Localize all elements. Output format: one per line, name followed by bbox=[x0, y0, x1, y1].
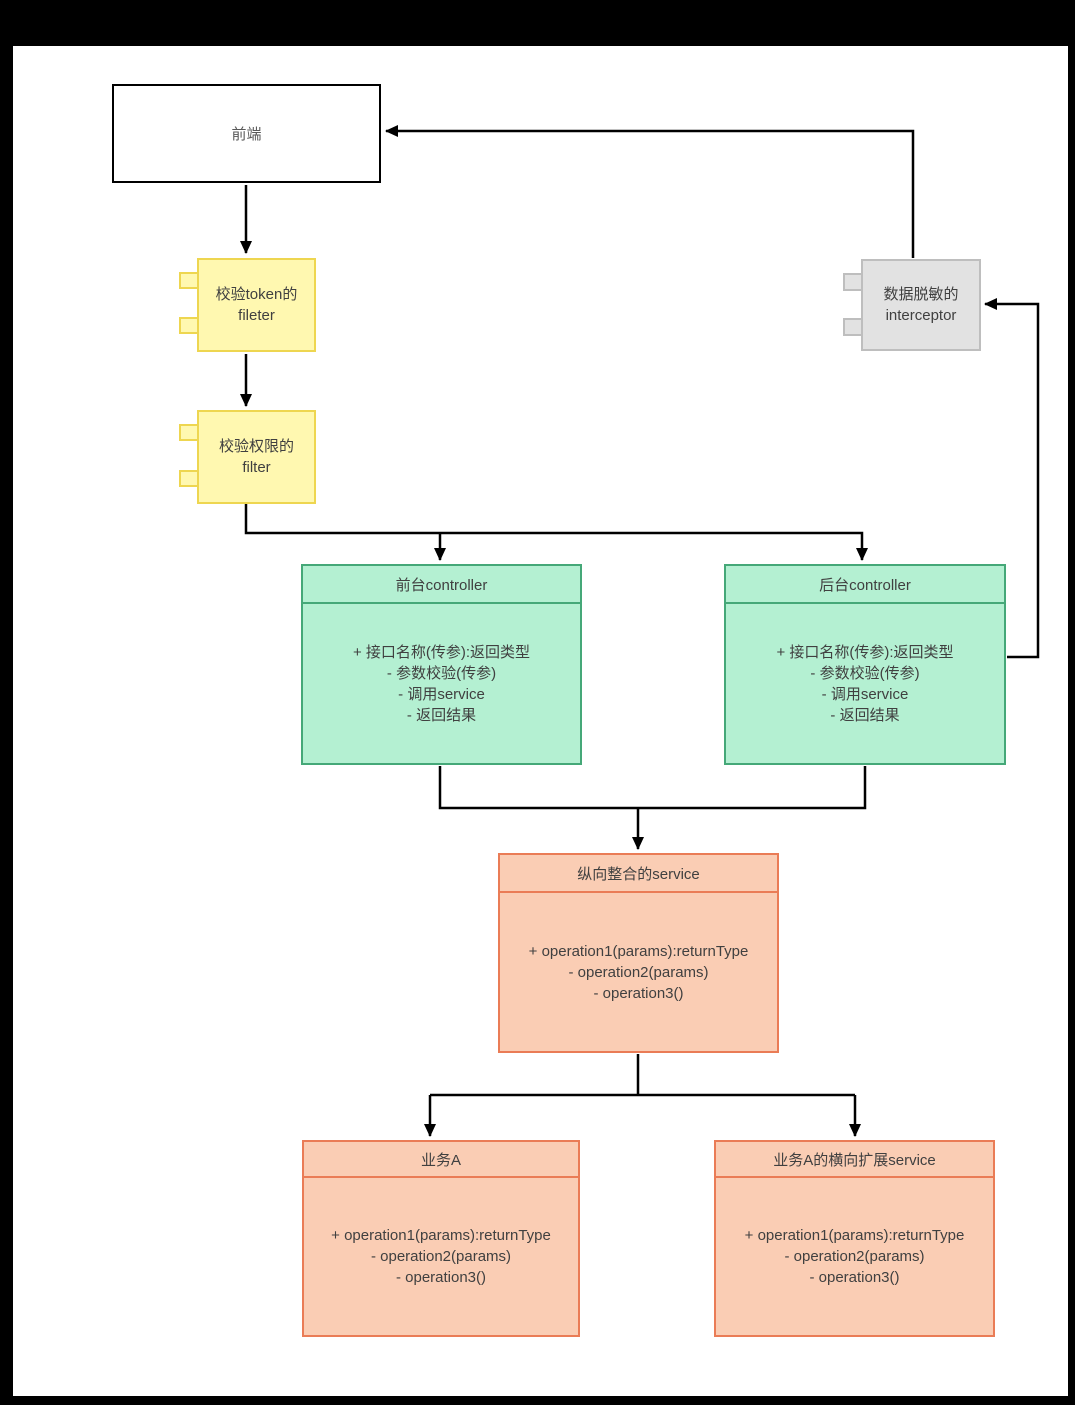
edge-perm-filter-to-back-controller bbox=[244, 504, 868, 561]
node-back-controller[interactable]: 后台controller + 接口名称(传参):返回类型 - 参数校验(传参) … bbox=[724, 564, 1006, 765]
operation-line: - operation2(params) bbox=[784, 1248, 925, 1265]
token-filter-body: 校验token的 fileter bbox=[197, 258, 316, 352]
interceptor-label-line2: interceptor bbox=[885, 307, 957, 324]
operation-line: - operation2(params) bbox=[568, 963, 709, 981]
operation-line: + 接口名称(传参):返回类型 bbox=[776, 643, 954, 661]
back-controller-title: 后台controller bbox=[726, 566, 1004, 604]
edge-interceptor-to-frontend bbox=[385, 125, 915, 258]
node-token-filter[interactable]: 校验token的 fileter bbox=[179, 258, 316, 352]
operation-line: - operation3() bbox=[593, 984, 684, 1002]
operation-line: - 参数校验(传参) bbox=[810, 664, 920, 682]
permission-filter-label-line2: filter bbox=[242, 459, 271, 476]
front-controller-title: 前台controller bbox=[303, 566, 580, 604]
biz-a-operations: + operation1(params):returnType - operat… bbox=[304, 1178, 578, 1335]
frontend-label: 前端 bbox=[231, 126, 262, 143]
permission-filter-body: 校验权限的 filter bbox=[197, 410, 316, 504]
node-interceptor[interactable]: 数据脱敏的 interceptor bbox=[843, 259, 981, 351]
operation-line: - 调用service bbox=[398, 685, 485, 703]
operation-line: + operation1(params):returnType bbox=[331, 1227, 551, 1244]
operation-line: + 接口名称(传参):返回类型 bbox=[352, 643, 531, 661]
front-controller-operations: + 接口名称(传参):返回类型 - 参数校验(传参) - 调用service -… bbox=[303, 604, 580, 763]
operation-line: + operation1(params):returnType bbox=[744, 1227, 965, 1244]
node-vertical-service[interactable]: 纵向整合的service + operation1(params):return… bbox=[498, 853, 779, 1053]
permission-filter-label-line1: 校验权限的 bbox=[218, 438, 294, 455]
vertical-service-title: 纵向整合的service bbox=[500, 855, 777, 893]
back-controller-operations: + 接口名称(传参):返回类型 - 参数校验(传参) - 调用service -… bbox=[726, 604, 1004, 763]
biz-a-ext-operations: + operation1(params):returnType - operat… bbox=[716, 1178, 993, 1335]
vertical-service-operations: + operation1(params):returnType - operat… bbox=[500, 893, 777, 1051]
token-filter-label-line1: 校验token的 bbox=[215, 286, 298, 303]
operation-line: - 返回结果 bbox=[406, 706, 477, 724]
operation-line: - 参数校验(传参) bbox=[386, 664, 497, 682]
edge-controllers-merge bbox=[438, 766, 867, 810]
token-filter-label-line2: fileter bbox=[238, 307, 275, 324]
interceptor-body: 数据脱敏的 interceptor bbox=[861, 259, 981, 351]
operation-line: - operation2(params) bbox=[370, 1248, 512, 1265]
operation-line: - operation3() bbox=[809, 1269, 900, 1286]
node-biz-a[interactable]: 业务A + operation1(params):returnType - op… bbox=[302, 1140, 580, 1337]
node-biz-a-ext[interactable]: 业务A的横向扩展service + operation1(params):ret… bbox=[714, 1140, 995, 1337]
node-frontend[interactable]: 前端 bbox=[112, 84, 381, 183]
operation-line: + operation1(params):returnType bbox=[528, 942, 749, 960]
operation-line: - operation3() bbox=[395, 1269, 487, 1286]
biz-a-ext-title: 业务A的横向扩展service bbox=[716, 1142, 993, 1178]
biz-a-title: 业务A bbox=[304, 1142, 578, 1178]
node-permission-filter[interactable]: 校验权限的 filter bbox=[179, 410, 316, 504]
operation-line: - 返回结果 bbox=[830, 706, 900, 724]
operation-line: - 调用service bbox=[821, 685, 909, 703]
interceptor-label-line1: 数据脱敏的 bbox=[883, 286, 959, 303]
node-front-controller[interactable]: 前台controller + 接口名称(传参):返回类型 - 参数校验(传参) … bbox=[301, 564, 582, 765]
edge-service-split bbox=[430, 1054, 855, 1097]
